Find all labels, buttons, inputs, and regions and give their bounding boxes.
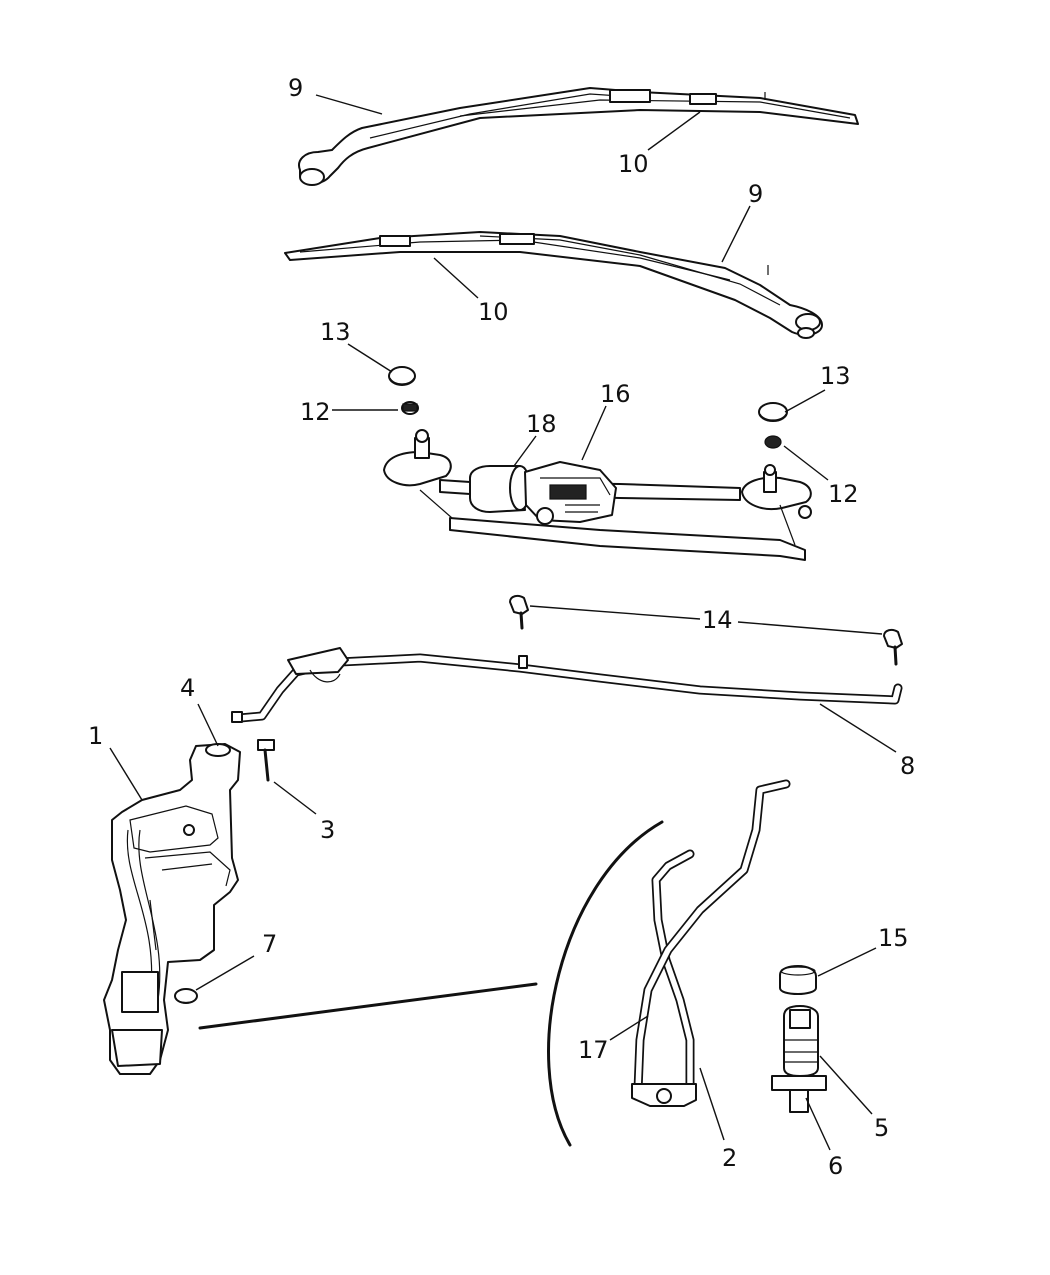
upper-wiper-assembly (298, 87, 859, 186)
callout-10-lower: 10 (478, 298, 509, 326)
callout-3: 3 (320, 816, 335, 844)
detail-callout-arc (198, 820, 664, 1147)
callout-13-right: 13 (820, 362, 851, 390)
hose-assembly-detail (631, 779, 791, 1107)
pump-grommet (174, 988, 198, 1004)
wiper-linkage-motor (383, 429, 812, 561)
washer-reservoir (103, 743, 241, 1075)
callout-13-left: 13 (320, 318, 351, 346)
callout-8: 8 (900, 752, 915, 780)
lower-wiper-assembly (284, 231, 823, 339)
callout-2: 2 (722, 1144, 737, 1172)
pivot-caps-and-nuts (388, 366, 788, 449)
callout-6: 6 (828, 1152, 843, 1180)
washer-pump-parts (771, 965, 827, 1113)
callout-12-right: 12 (828, 480, 859, 508)
callout-16: 16 (600, 380, 631, 408)
callout-5: 5 (874, 1114, 889, 1142)
callout-9-lower: 9 (748, 180, 763, 208)
callout-14: 14 (702, 606, 733, 634)
callout-18: 18 (526, 410, 557, 438)
callout-1: 1 (88, 722, 103, 750)
washer-nozzles (509, 594, 903, 666)
callout-4: 4 (180, 674, 195, 702)
callout-10-upper: 10 (618, 150, 649, 178)
callout-15: 15 (878, 924, 909, 952)
callout-12-left: 12 (300, 398, 331, 426)
callout-17: 17 (578, 1036, 609, 1064)
callout-9-upper: 9 (288, 74, 303, 102)
leader-lines (109, 94, 897, 1151)
washer-hose-harness (231, 647, 903, 723)
callout-7: 7 (262, 930, 277, 958)
callout-numbers: 9 10 9 10 13 12 18 16 13 12 14 4 1 8 3 1… (88, 74, 915, 1180)
mounting-bolt (257, 739, 275, 782)
